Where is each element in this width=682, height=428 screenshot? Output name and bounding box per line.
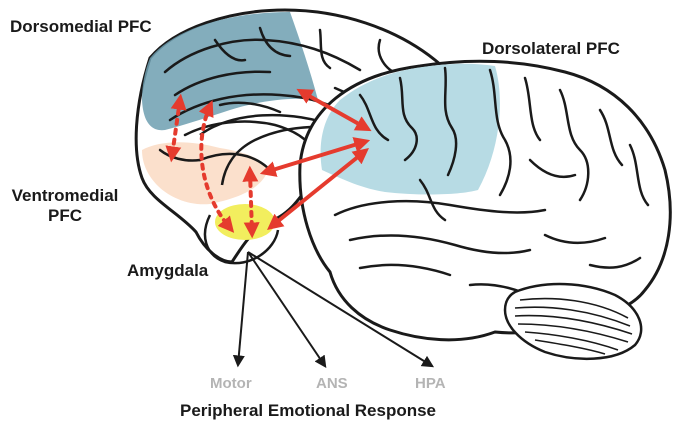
lateral-hemisphere (300, 61, 670, 359)
label-ventromedial-pfc-line1: Ventromedial (5, 186, 125, 206)
label-peripheral-emotional-response: Peripheral Emotional Response (180, 401, 436, 421)
label-dorsolateral-pfc: Dorsolateral PFC (482, 39, 620, 59)
arrow-vmpfc-amygdala-dotted (250, 172, 252, 232)
arrow-to-ans (248, 252, 325, 366)
arrow-to-motor (238, 252, 248, 365)
label-motor: Motor (210, 375, 252, 392)
label-ventromedial-pfc: Ventromedial PFC (5, 186, 125, 225)
label-ans: ANS (316, 375, 348, 392)
label-hpa: HPA (415, 375, 446, 392)
label-dorsomedial-pfc: Dorsomedial PFC (10, 17, 152, 37)
label-ventromedial-pfc-line2: PFC (5, 206, 125, 226)
label-amygdala: Amygdala (127, 261, 208, 281)
